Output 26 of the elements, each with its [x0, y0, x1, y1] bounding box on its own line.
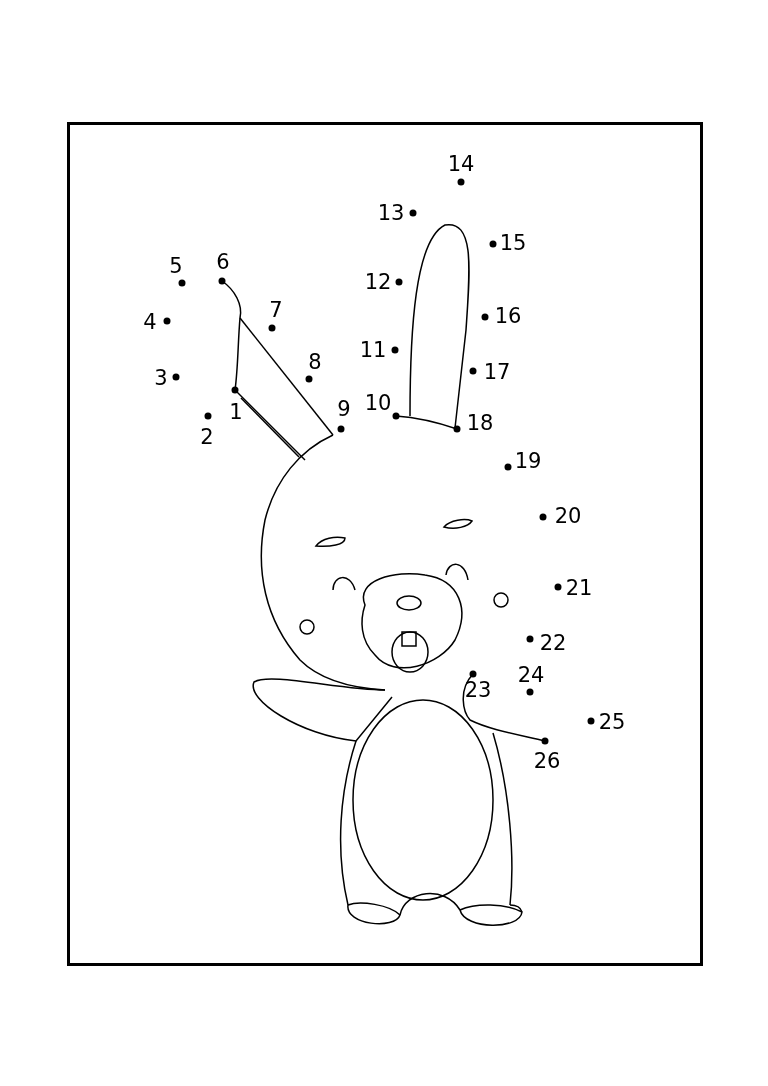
dot-number: 14 — [447, 153, 475, 175]
dot-number: 2 — [200, 426, 214, 448]
dot-number: 4 — [143, 311, 157, 333]
dot-number: 19 — [514, 450, 542, 472]
dot-number: 11 — [359, 339, 387, 361]
dot-number: 20 — [554, 505, 582, 527]
dot-number: 17 — [483, 361, 511, 383]
dot-number: 15 — [499, 232, 527, 254]
dot-number: 25 — [598, 711, 626, 733]
dot-number: 5 — [169, 255, 183, 277]
dot-number: 7 — [269, 299, 283, 321]
dot-number: 9 — [337, 398, 351, 420]
dot-number: 16 — [494, 305, 522, 327]
dot-number: 23 — [464, 679, 492, 701]
dot-number: 24 — [517, 664, 545, 686]
dot-number: 8 — [308, 351, 322, 373]
dot-number: 3 — [154, 367, 168, 389]
dot-number: 13 — [377, 202, 405, 224]
dot-number: 26 — [533, 750, 561, 772]
dot-number: 1 — [229, 401, 243, 423]
dot-number: 18 — [466, 412, 494, 434]
dot-number: 6 — [216, 251, 230, 273]
dot-number: 22 — [539, 632, 567, 654]
dot-number: 10 — [364, 392, 392, 414]
dot-number: 12 — [364, 271, 392, 293]
dot-number: 21 — [565, 577, 593, 599]
